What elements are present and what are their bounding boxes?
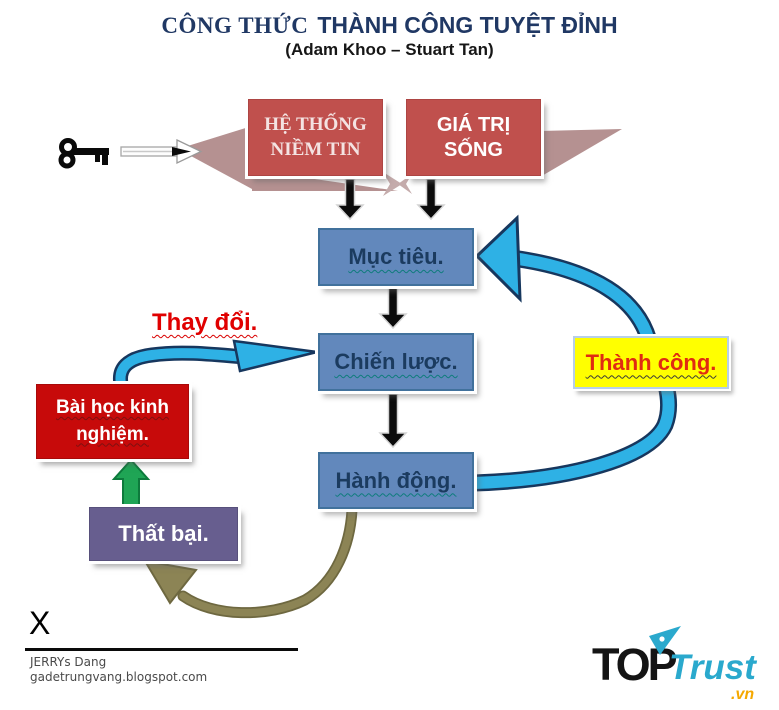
website-text: gadetrungvang.blogspot.com: [30, 670, 208, 684]
goal-label: Mục tiêu.: [348, 244, 444, 269]
node-lesson: Bài học kinh nghiệm.: [36, 384, 189, 459]
key-icon: [58, 138, 109, 169]
down-arrow-strategy-action: [378, 393, 408, 449]
page-title: CÔNG THỨC THÀNH CÔNG TUYỆT ĐỈNH (Adam Kho…: [0, 12, 779, 60]
node-goal: Mục tiêu.: [318, 228, 474, 286]
node-success: Thành công.: [573, 336, 729, 389]
olive-failure-arrow: [143, 504, 358, 619]
logo-cursor-icon: [649, 626, 681, 655]
signature-mark: X: [29, 605, 51, 641]
author-name: JERRYs Dang: [30, 655, 107, 669]
action-label: Hành động.: [335, 467, 457, 493]
values-line1: GIÁ TRỊ: [436, 113, 511, 136]
ribbon-right-shape: [540, 129, 622, 177]
belief-line2: NIỀM TIN: [270, 138, 361, 160]
failure-label: Thất bại.: [118, 521, 209, 546]
ribbon-chevron-left: [398, 174, 412, 194]
title-part1: CÔNG THỨC: [161, 13, 309, 38]
logo-domain: .vn: [731, 686, 755, 703]
title-authors: (Adam Khoo – Stuart Tan): [285, 40, 494, 59]
strategy-label: Chiến lược.: [334, 349, 458, 374]
signature-divider: [25, 648, 298, 651]
cyan-change-arrow: [113, 339, 318, 396]
down-arrow-values: [416, 178, 446, 221]
success-label: Thành công.: [585, 349, 717, 375]
node-belief-system: HỆ THỐNG NIỀM TIN: [248, 99, 383, 176]
belief-line1: HỆ THỐNG: [264, 113, 367, 135]
node-life-values: GIÁ TRỊ SỐNG: [406, 99, 541, 176]
lesson-line2: nghiệm.: [76, 423, 149, 445]
logo-word-trust: Trust: [669, 648, 756, 687]
node-strategy: Chiến lược.: [318, 333, 474, 391]
ribbon-chevron-right: [383, 172, 402, 196]
input-arrow-icon: [120, 138, 203, 165]
values-line2: SỐNG: [444, 138, 503, 161]
green-up-arrow: [111, 458, 151, 506]
down-arrow-belief: [335, 178, 365, 221]
down-arrow-goal-strategy: [378, 287, 408, 330]
node-action: Hành động.: [318, 452, 474, 509]
node-failure: Thất bại.: [89, 507, 238, 561]
ribbon-left-shape: [178, 126, 252, 189]
lesson-line1: Bài học kinh: [56, 396, 169, 418]
change-label-text: Thay đổi.: [152, 309, 258, 336]
change-annotation: Thay đổi.: [152, 309, 257, 337]
title-line: CÔNG THỨC THÀNH CÔNG TUYỆT ĐỈNH: [0, 12, 779, 39]
toptrust-logo: TOP Trust .vn: [592, 626, 778, 706]
title-part2: THÀNH CÔNG TUYỆT ĐỈNH: [317, 12, 618, 38]
